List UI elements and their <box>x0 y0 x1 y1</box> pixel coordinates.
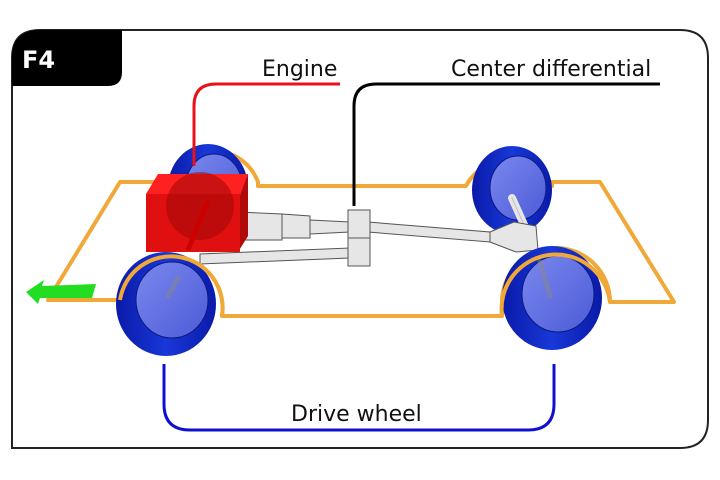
center-differential-callout-line <box>352 82 660 206</box>
engine-label: Engine <box>262 57 337 82</box>
wheel-front-right <box>116 252 216 356</box>
engine-block <box>146 172 248 252</box>
arrow-left-icon <box>26 280 96 304</box>
drive-wheel-callout-line <box>162 364 556 432</box>
figure-badge <box>12 30 122 86</box>
wheel-rear-right <box>502 246 602 350</box>
center-differential-label: Center differential <box>451 57 651 82</box>
drive-shaft <box>199 209 539 267</box>
drive-wheel-label: Drive wheel <box>291 402 422 427</box>
figure-badge-text: F4 <box>22 46 55 74</box>
wheel-rear-left <box>472 146 552 242</box>
engine-callout-line <box>192 82 340 166</box>
